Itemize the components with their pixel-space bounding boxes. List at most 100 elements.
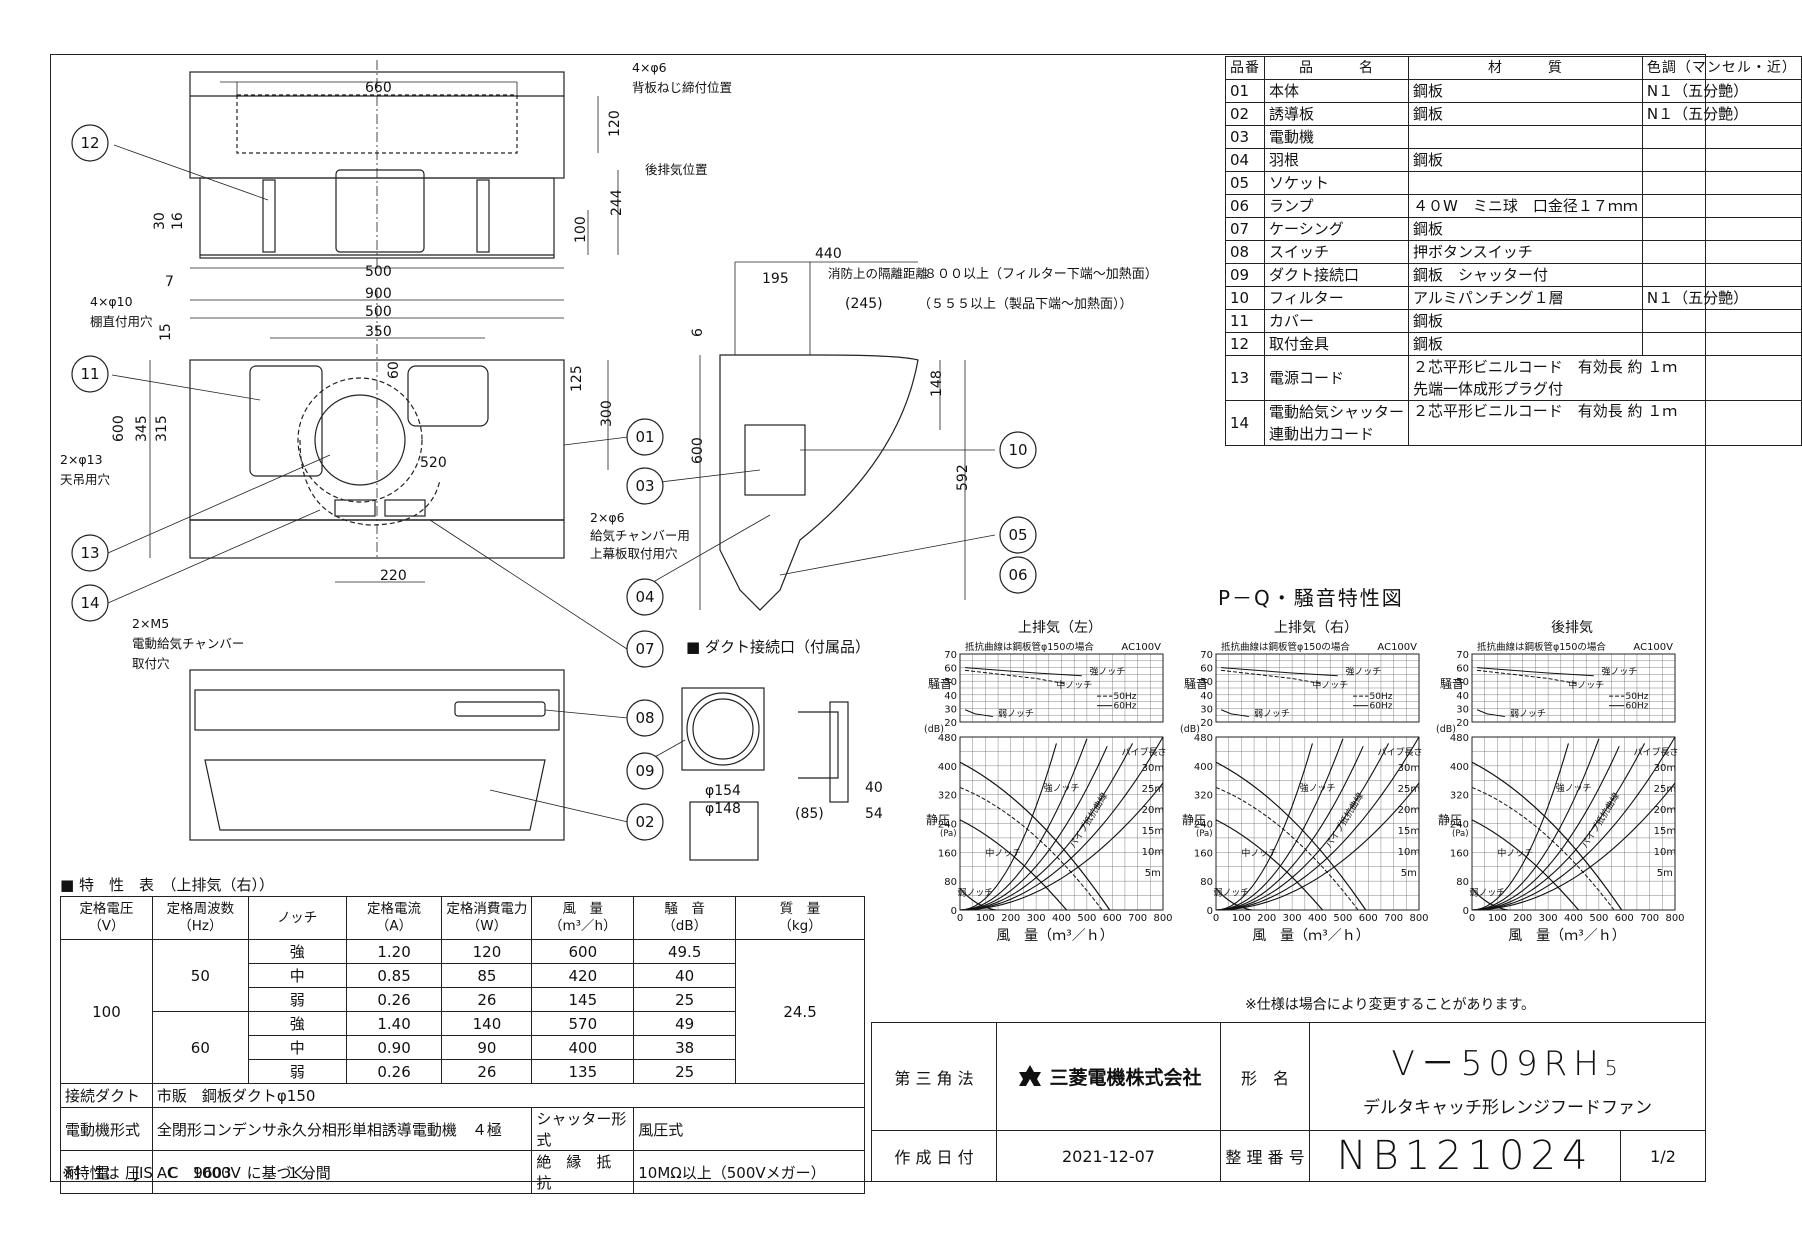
note-back-exhaust: 後排気位置 xyxy=(645,162,708,177)
pq-label-weak: 弱ノッチ xyxy=(957,888,993,899)
noise-tick: 70 xyxy=(944,650,957,661)
dimension-labels: 660 120 244 100 30 16 7 500 900 500 350 … xyxy=(111,80,971,822)
perf-footer-row: 電動機形式全閉形コンデンサ永久分相形単相誘導電動機 ４極シャッター形式風圧式 xyxy=(60,1107,865,1151)
note-back-screw-2: 背板ねじ締付位置 xyxy=(632,80,732,95)
noise-tick: 60 xyxy=(1456,664,1469,675)
perf-footer-row: 接続ダクト市販 鋼板ダクトφ150 xyxy=(60,1083,866,1108)
pipe-length-title: パイプ長さ xyxy=(1121,747,1166,758)
perf-cell: 49.5 xyxy=(633,939,737,964)
pressure-tick: 0 xyxy=(951,906,957,917)
note-m5-2: 電動給気チャンバー xyxy=(132,636,244,651)
noise-axis-label: 騒音 xyxy=(928,676,952,691)
pq-chart xyxy=(1471,653,1676,911)
dim-125: 125 xyxy=(569,365,585,392)
legend-50hz: 50Hz xyxy=(1114,692,1137,702)
insulation-value: 10MΩ以上（500Vメガー） xyxy=(633,1150,865,1194)
pressure-tick: 80 xyxy=(1200,877,1213,888)
perf-cell: 0.26 xyxy=(345,987,443,1012)
pressure-tick: 480 xyxy=(938,733,957,744)
balloon-label: 12 xyxy=(80,134,99,152)
performance-table: 定格電圧 （V）定格周波数 （Hz）ノッチ定格電流 （A）定格消費電力 （W）風… xyxy=(60,896,866,1194)
pressure-tick: 400 xyxy=(1450,762,1469,773)
pressure-tick: 160 xyxy=(938,848,957,859)
pipe-length: 10m xyxy=(1654,847,1676,858)
pq-chart-title: 後排気 xyxy=(1551,620,1593,636)
pressure-unit: (Pa) xyxy=(1452,829,1469,839)
parts-material xyxy=(1408,125,1643,149)
balloon-circle xyxy=(71,355,109,393)
dim-148-duct: φ148 xyxy=(705,801,741,817)
shutter-value: 風圧式 xyxy=(633,1107,865,1151)
flow-tick: 300 xyxy=(1539,913,1558,924)
parts-name: 羽根 xyxy=(1263,148,1410,172)
perf-cell: 90 xyxy=(441,1035,533,1060)
mitsubishi-logo-icon xyxy=(1019,1064,1042,1086)
noise-tick: 30 xyxy=(944,704,957,715)
curve-label-medium: 中ノッチ xyxy=(1312,679,1348,691)
pq-ac: AC100V xyxy=(1121,642,1161,653)
pipe-length-title: パイプ長さ xyxy=(1633,747,1678,758)
dim-244: 244 xyxy=(609,189,625,216)
balloon-label: 04 xyxy=(635,588,654,606)
ref-number: NB121024 xyxy=(1309,1130,1621,1182)
pressure-tick: 320 xyxy=(1450,791,1469,802)
perf-cell: 85 xyxy=(441,963,533,988)
technical-drawing: 660 120 244 100 30 16 7 500 900 500 350 … xyxy=(60,60,1158,861)
dim-350: 350 xyxy=(365,324,392,340)
flow-tick: 500 xyxy=(1589,913,1608,924)
balloon-circle xyxy=(71,584,109,622)
dim-500-back: 500 xyxy=(365,264,392,280)
balloon-label: 08 xyxy=(635,709,654,727)
pipe-length: 20m xyxy=(1398,805,1420,816)
balloon-label: 14 xyxy=(80,594,99,612)
flow-tick: 100 xyxy=(976,913,995,924)
dim-500-front: 500 xyxy=(365,304,392,320)
parts-row-13: 13 電源コード ２芯平形ビニルコード 有効長 約 １ｍ xyxy=(1225,355,1802,401)
parts-header-row: 品番 品 名 材 質 色調（マンセル・近） xyxy=(1225,56,1802,80)
parts-no: 14 xyxy=(1225,400,1265,446)
pipe-length: 10m xyxy=(1398,847,1420,858)
withstand-label: 耐 電 圧 xyxy=(60,1150,153,1194)
note-ceiling: 4×φ10 xyxy=(90,294,133,309)
balloon-circle xyxy=(626,578,664,616)
legend-50hz: 50Hz xyxy=(1626,692,1649,702)
noise-tick: 40 xyxy=(1456,691,1469,702)
perf-header: 定格電圧 （V） xyxy=(60,896,153,940)
balloon-circle xyxy=(71,534,109,572)
parts-name: ダクト接続口 xyxy=(1263,263,1410,287)
noise-tick: 70 xyxy=(1200,650,1213,661)
pressure-tick: 240 xyxy=(1450,820,1469,831)
pipe-length: 15m xyxy=(1142,826,1164,837)
dim-6: 6 xyxy=(690,328,706,337)
model-number: V－509RH xyxy=(1391,1043,1605,1084)
parts-name: スイッチ xyxy=(1263,240,1410,264)
noise-tick: 60 xyxy=(1200,664,1213,675)
curve-label-medium: 中ノッチ xyxy=(1568,679,1604,691)
dim-85: (85) xyxy=(795,806,824,822)
perf-cell: 強 xyxy=(247,1011,347,1036)
balloon-circle xyxy=(626,418,664,456)
dim-900: 900 xyxy=(365,286,392,302)
noise-axis-label: 騒音 xyxy=(1184,676,1208,691)
date-value: 2021-12-07 xyxy=(996,1130,1221,1182)
dim-7: 7 xyxy=(165,274,174,290)
duct-connector-title: ■ ダクト接続口（付属品） xyxy=(686,638,870,656)
pressure-tick: 400 xyxy=(938,762,957,773)
flow-tick: 200 xyxy=(1257,913,1276,924)
perf-header: 定格周波数 （Hz） xyxy=(151,896,249,940)
curve-label-medium: 中ノッチ xyxy=(1056,679,1092,691)
perf-cell: 40 xyxy=(633,963,737,988)
balloon-label: 05 xyxy=(1008,526,1027,544)
product-name: デルタキャッチ形レンジフードファン xyxy=(1363,1097,1652,1118)
perf-header: ノッチ xyxy=(247,896,347,940)
parts-color xyxy=(1641,263,1802,287)
perf-header: 騒 音 （dB） xyxy=(633,896,737,940)
perf-cell: 中 xyxy=(247,1035,347,1060)
flow-tick: 800 xyxy=(1153,913,1172,924)
pressure-unit: (Pa) xyxy=(1196,829,1213,839)
title-block: 第 三 角 法 三菱電機株式会社 形 名 V－509RH5 デルタキャッチ形レン… xyxy=(871,1022,1706,1182)
flow-tick: 700 xyxy=(1384,913,1403,924)
